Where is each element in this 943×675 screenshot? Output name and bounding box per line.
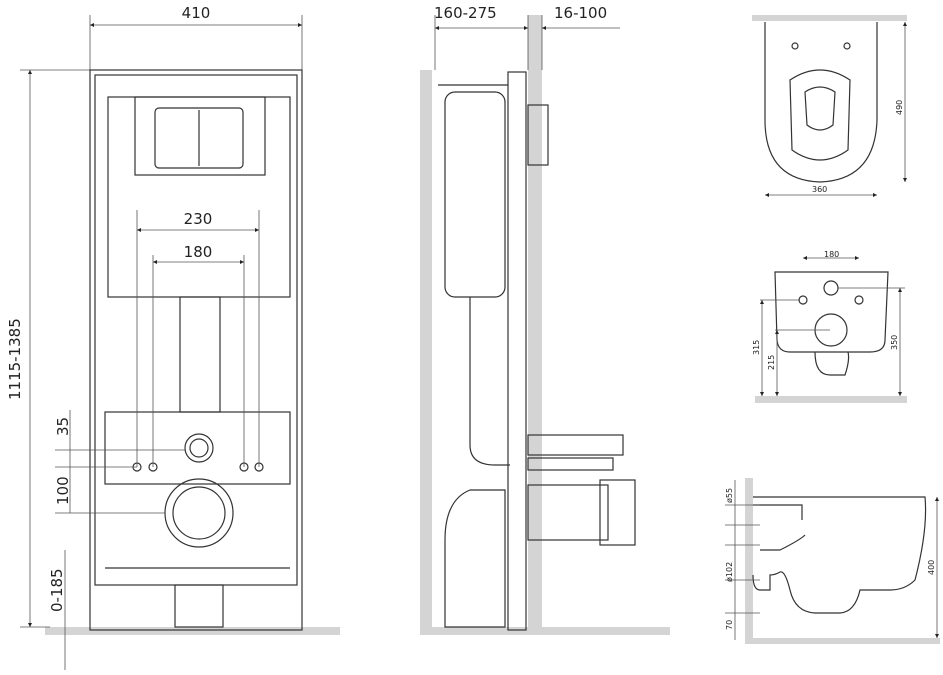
profile-view: ø55 ø102 70 400 [725, 478, 940, 644]
dim-0-185: 0-185 [48, 568, 66, 612]
back-view: 180 315 215 350 [752, 250, 907, 403]
dim-315: 315 [752, 340, 761, 355]
floor [45, 627, 340, 635]
dim-o102: ø102 [725, 562, 734, 582]
dim-160-275: 160-275 [434, 4, 497, 22]
side-view: 160-275 16-100 [420, 4, 670, 635]
dim-230: 230 [184, 210, 213, 228]
dim-360: 360 [812, 185, 827, 194]
dim-100: 100 [54, 476, 72, 505]
front-view: 410 1115-1385 230 180 35 100 0-185 [6, 4, 340, 670]
dim-bolt-180: 180 [824, 250, 839, 259]
dim-350: 350 [890, 335, 899, 350]
dim-400: 400 [927, 560, 936, 575]
dim-height: 1115-1385 [6, 318, 24, 400]
dim-16-100: 16-100 [554, 4, 607, 22]
top-view: 360 490 [752, 15, 907, 197]
dim-70: 70 [725, 620, 734, 630]
dim-35: 35 [54, 417, 72, 436]
dim-o55: ø55 [725, 488, 734, 503]
dim-215: 215 [767, 355, 776, 370]
dim-180: 180 [184, 243, 213, 261]
dim-490: 490 [895, 100, 904, 115]
dim-width: 410 [182, 4, 211, 22]
